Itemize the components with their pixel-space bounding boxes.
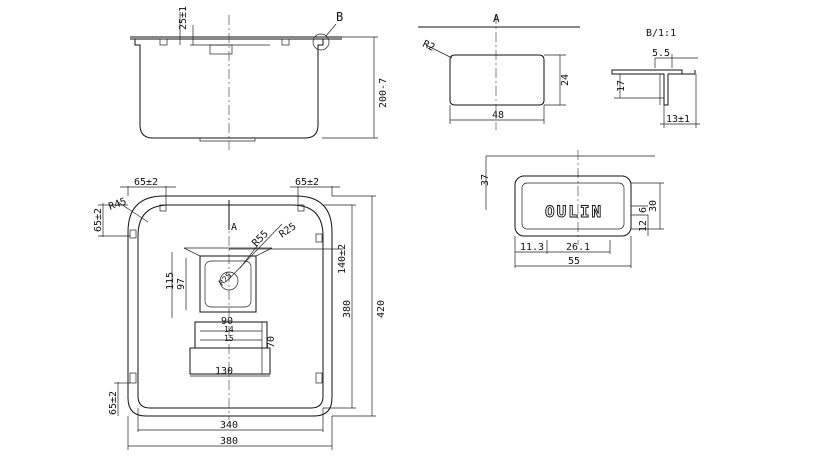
front-view: 25±1 B 200-7 — [130, 6, 389, 150]
logo-plate-view: 37 OULIN 6 30 12 11.3 26.1 55 — [480, 150, 664, 268]
dim-65-bottom: 65±2 — [108, 391, 119, 415]
dim-30: 30 — [648, 200, 659, 212]
dim-5-5: 5.5 — [652, 48, 670, 59]
dim-380-horizontal: 380 — [220, 436, 238, 447]
dim-340: 340 — [220, 420, 238, 431]
dim-420: 420 — [376, 300, 387, 318]
dim-13: 13±1 — [666, 114, 690, 125]
dim-15: 15 — [224, 334, 234, 343]
dim-37: 37 — [480, 174, 491, 186]
dim-11-3: 11.3 — [520, 242, 544, 253]
dim-25: 25±1 — [178, 6, 189, 30]
dim-24: 24 — [560, 74, 571, 86]
detail-b-callout: B — [336, 10, 343, 24]
dim-17: 17 — [616, 80, 627, 92]
dim-14: 14 — [224, 325, 234, 334]
dim-380-vertical: 380 — [342, 300, 353, 318]
detail-b-view: B/1:1 5.5 17 13±1 — [611, 28, 700, 128]
r2-label: R2 — [421, 39, 437, 54]
dim-26-1: 26.1 — [566, 242, 590, 253]
dim-115: 115 — [165, 272, 176, 290]
section-a-view: A R2 24 48 — [418, 12, 580, 130]
dim-140: 140±2 — [337, 244, 348, 274]
dim-48: 48 — [492, 110, 504, 121]
dim-65-top-right: 65±2 — [295, 177, 319, 188]
dim-65-left: 65±2 — [93, 208, 104, 232]
section-a-label: A — [493, 12, 500, 25]
dim-97: 97 — [176, 278, 187, 290]
detail-b-scale: B/1:1 — [646, 28, 676, 39]
dim-130: 130 — [215, 366, 233, 377]
dim-65-top-left: 65±2 — [134, 177, 158, 188]
logo-text: OULIN — [545, 202, 603, 221]
dim-55: 55 — [568, 256, 580, 267]
section-a-marker: A — [231, 222, 237, 233]
dim-12: 12 — [638, 220, 649, 232]
dim-200: 200-7 — [378, 78, 389, 108]
dim-6: 6 — [638, 207, 649, 213]
dim-70: 70 — [266, 336, 277, 348]
dim-90: 90 — [221, 316, 233, 327]
